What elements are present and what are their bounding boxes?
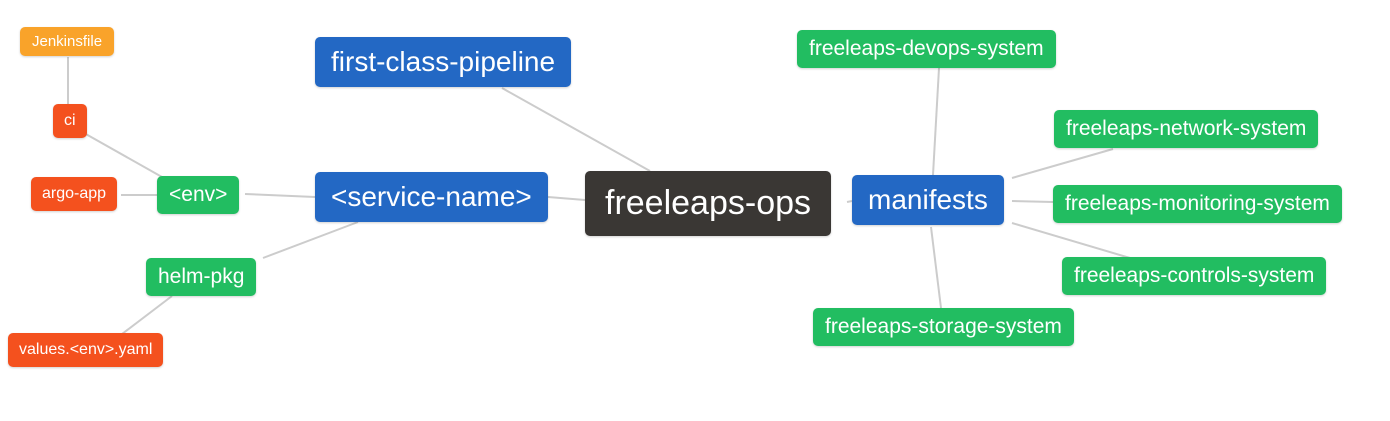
node-freeleaps-controls-system[interactable]: freeleaps-controls-system bbox=[1062, 257, 1327, 296]
edge-root-manifests bbox=[846, 200, 853, 203]
node-freeleaps-storage-system[interactable]: freeleaps-storage-system bbox=[813, 308, 1074, 347]
node-first-class-pipeline[interactable]: first-class-pipeline bbox=[315, 37, 572, 88]
node-helm-pkg[interactable]: helm-pkg bbox=[146, 258, 257, 297]
node-freeleaps-devops-system[interactable]: freeleaps-devops-system bbox=[797, 30, 1056, 69]
edge-env-service-name bbox=[244, 193, 316, 198]
node-freeleaps-monitoring-system[interactable]: freeleaps-monitoring-system bbox=[1053, 185, 1342, 224]
edge-manifests-controls bbox=[1011, 222, 1131, 259]
node-manifests[interactable]: manifests bbox=[852, 175, 1004, 226]
edge-values-yaml-helm-pkg bbox=[121, 295, 173, 335]
edge-ci-env bbox=[83, 132, 163, 178]
edge-helm-pkg-service-name bbox=[262, 221, 359, 259]
edge-service-name-root bbox=[547, 196, 586, 201]
node-ci[interactable]: ci bbox=[53, 104, 87, 139]
node-service-name[interactable]: <service-name> bbox=[315, 172, 548, 223]
node-argo-app[interactable]: argo-app bbox=[31, 177, 118, 212]
node-values-env-yaml[interactable]: values.<env>.yaml bbox=[8, 333, 164, 368]
edge-first-class-pipeline-root bbox=[501, 87, 651, 172]
node-env[interactable]: <env> bbox=[157, 176, 240, 215]
edge-manifests-monitoring bbox=[1011, 200, 1054, 203]
edge-manifests-storage bbox=[930, 226, 942, 309]
node-freeleaps-network-system[interactable]: freeleaps-network-system bbox=[1054, 110, 1319, 149]
node-freeleaps-ops[interactable]: freeleaps-ops bbox=[585, 171, 832, 237]
edge-manifests-network bbox=[1011, 148, 1114, 179]
node-jenkinsfile[interactable]: Jenkinsfile bbox=[20, 27, 115, 57]
edge-manifests-devops bbox=[932, 67, 940, 176]
